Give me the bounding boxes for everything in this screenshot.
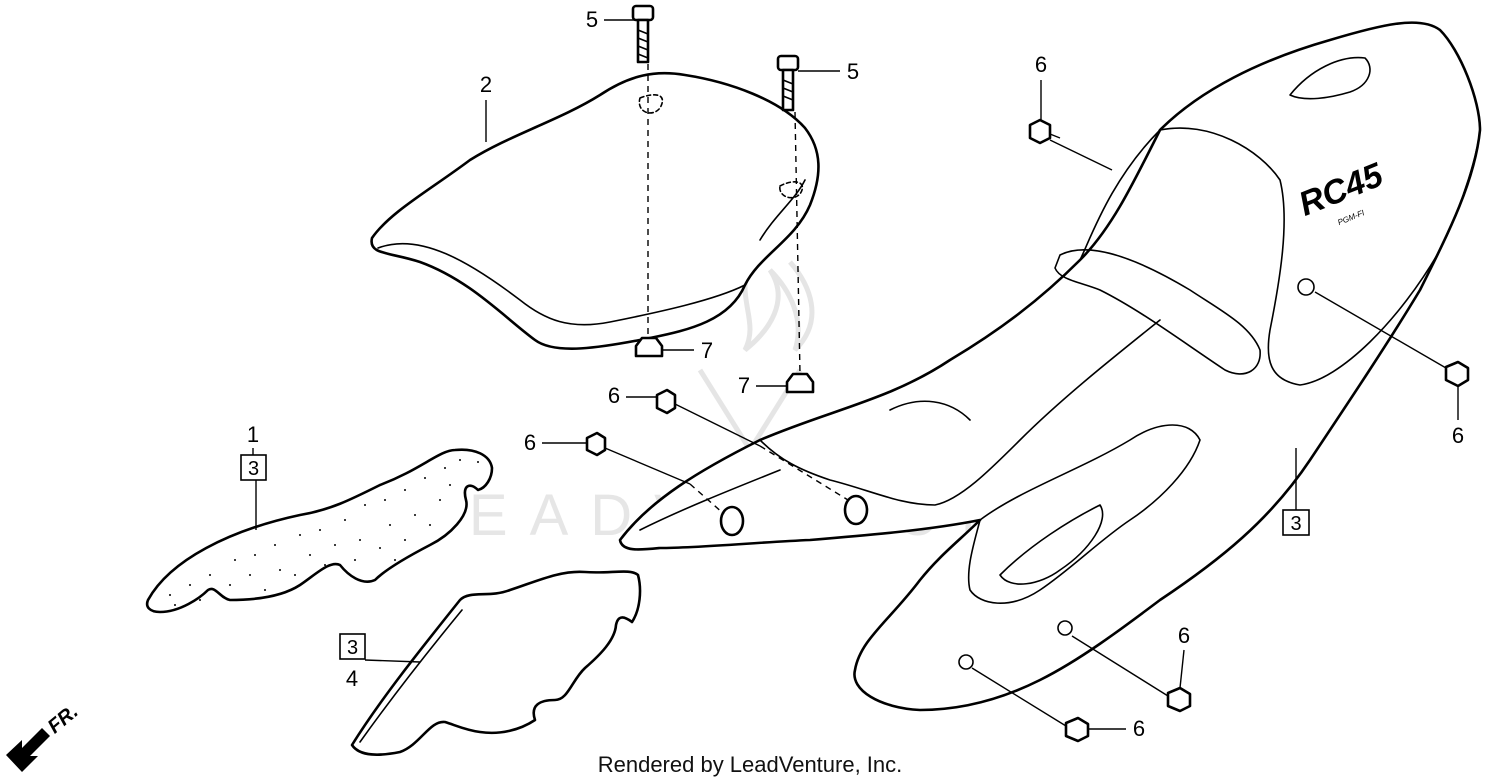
callouts: 2 5 5 7 7 6 6 6 6 6 6 1 3: [240, 7, 1464, 741]
callout-screw-top: 6: [1035, 52, 1047, 77]
direction-label: FR.: [44, 701, 83, 739]
callout-bolt-right: 5: [847, 59, 859, 84]
seat-cover-upper[interactable]: [145, 448, 494, 614]
direction-arrow-icon: [6, 728, 50, 772]
footer-credit: Rendered by LeadVenture, Inc.: [597, 752, 903, 777]
callout-seat-cover-upper-box: 3: [248, 458, 259, 480]
nut-left[interactable]: [634, 336, 664, 358]
callout-seat: 2: [480, 72, 492, 97]
screw-top[interactable]: [1028, 118, 1061, 145]
callout-seat-cover-lower-box: 3: [347, 637, 358, 659]
bolt-left[interactable]: [631, 4, 655, 64]
callout-bolt-left: 5: [586, 7, 598, 32]
callout-nut-left: 7: [701, 338, 713, 363]
callout-screw-right: 6: [1452, 423, 1464, 448]
screw-mid-b[interactable]: [585, 431, 607, 457]
nut-right[interactable]: [785, 372, 815, 394]
callout-screw-mid-a: 6: [608, 383, 620, 408]
screw-bottom-a[interactable]: [1166, 686, 1192, 713]
callout-seat-cover-lower: 4: [346, 666, 358, 691]
callout-screw-bottom-b: 6: [1133, 716, 1145, 741]
seat[interactable]: [370, 71, 820, 350]
screw-right[interactable]: [1444, 360, 1470, 388]
callout-screw-mid-b: 6: [524, 430, 536, 455]
callout-nut-right: 7: [738, 373, 750, 398]
screw-bottom-b[interactable]: [1064, 716, 1090, 743]
rear-cowl[interactable]: RC45 PGM-FI: [618, 21, 1482, 712]
seat-cover-lower[interactable]: [350, 570, 642, 757]
callout-rear-cowl-box: 3: [1290, 513, 1301, 535]
screw-mid-a[interactable]: [655, 388, 677, 415]
callout-screw-bottom-a: 6: [1178, 623, 1190, 648]
assembly-lines: [604, 64, 1447, 727]
callout-seat-cover-upper: 1: [247, 422, 259, 447]
bolt-right[interactable]: [776, 54, 800, 112]
